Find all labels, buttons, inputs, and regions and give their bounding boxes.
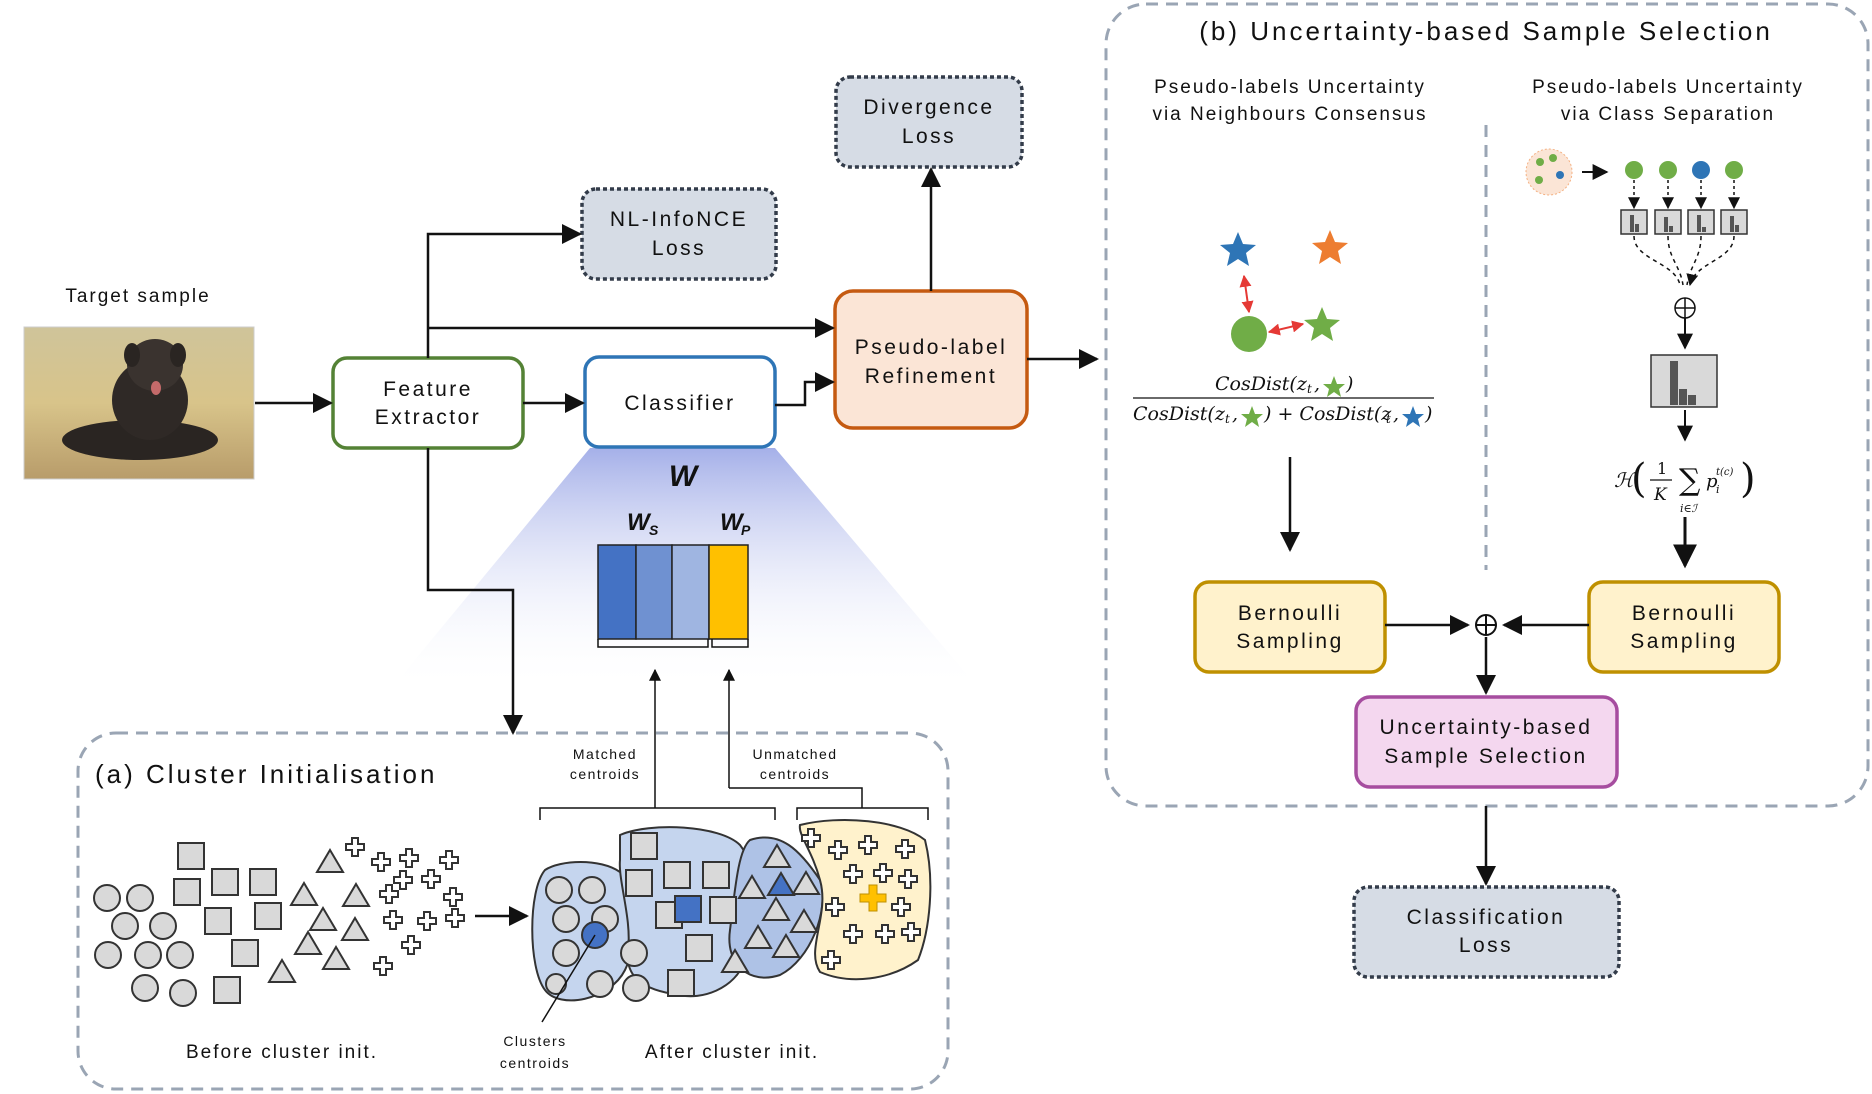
svg-text:ℋ: ℋ	[1614, 468, 1637, 492]
svg-text:t: t	[1307, 382, 1312, 396]
svg-text:t: t	[1225, 412, 1230, 426]
svg-text:): )	[1740, 456, 1756, 502]
svg-text:Sampling: Sampling	[1630, 630, 1738, 653]
svg-text:p: p	[1706, 471, 1718, 492]
svg-text:t(c): t(c)	[1716, 467, 1734, 478]
pseudo-label-refinement-box: Pseudo-label Refinement	[833, 289, 1029, 430]
svg-text:,: ,	[1393, 403, 1399, 425]
w-label: W	[669, 460, 700, 493]
wp-label: W P	[720, 509, 751, 538]
combine-oplus-icon	[1475, 614, 1497, 636]
cosdist-formula: CosDist(z t , ) CosDist(z t , ) + CosDis…	[1133, 373, 1434, 427]
svg-text:Classification: Classification	[1407, 906, 1566, 929]
svg-text:1: 1	[1657, 459, 1667, 478]
before-cluster-plus	[345, 837, 465, 976]
svg-text:Loss: Loss	[1459, 934, 1513, 957]
after-cluster-points	[545, 832, 821, 1002]
svg-text:Loss: Loss	[652, 237, 706, 260]
neighbours-consensus-title-2: via Neighbours Consensus	[1152, 104, 1427, 125]
svg-text:K: K	[1653, 485, 1668, 505]
clusters-centroids-pointer	[541, 934, 596, 1023]
uncertainty-title: (b) Uncertainty-based Sample Selection	[1199, 16, 1773, 46]
target-sample-label: Target sample	[65, 286, 210, 307]
svg-text:Loss: Loss	[902, 125, 956, 148]
nl-infonce-loss-box: NL-InfoNCE Loss	[580, 187, 778, 281]
svg-text:): )	[1345, 373, 1353, 395]
divergence-loss-box: Divergence Loss	[834, 75, 1024, 169]
bernoulli-left-box: Bernoulli Sampling	[1193, 580, 1387, 674]
classification-loss-box: Classification Loss	[1352, 885, 1621, 979]
ubss-box: Uncertainty-based Sample Selection	[1354, 695, 1619, 789]
svg-text:Refinement: Refinement	[865, 365, 997, 388]
svg-text:Extractor: Extractor	[375, 406, 482, 429]
svg-text:Bernoulli: Bernoulli	[1238, 602, 1342, 625]
svg-text:Uncertainty-based: Uncertainty-based	[1380, 716, 1593, 739]
weight-matrix	[597, 544, 749, 648]
class-separation-title-2: via Class Separation	[1561, 104, 1775, 125]
svg-text:Pseudo-label: Pseudo-label	[855, 336, 1008, 359]
clusters-centroids-label: Clusters	[503, 1033, 566, 1049]
main-arrows	[255, 167, 1099, 735]
blue-star-icon	[1220, 232, 1256, 266]
svg-text:t: t	[1386, 412, 1391, 426]
svg-text:) + CosDist(z: ) + CosDist(z	[1263, 403, 1392, 425]
svg-text:Feature: Feature	[383, 378, 473, 401]
plus-centroid-icon	[859, 884, 887, 912]
svg-text:Sampling: Sampling	[1236, 630, 1344, 653]
svg-text:,: ,	[1314, 373, 1320, 395]
matched-centroids-label: Matched	[573, 746, 637, 762]
svg-text:(: (	[1631, 456, 1647, 502]
unmatched-centroids-label-2: centroids	[760, 766, 830, 782]
svg-text:i: i	[1716, 483, 1720, 496]
matched-centroids-label-2: centroids	[570, 766, 640, 782]
neighbours-graphic	[1220, 230, 1348, 352]
green-star-icon	[1304, 307, 1340, 341]
after-cluster-plus	[801, 828, 921, 970]
class-separation-graphic	[1525, 148, 1748, 442]
class-separation-title: Pseudo-labels Uncertainty	[1532, 77, 1804, 98]
neighbours-consensus-title: Pseudo-labels Uncertainty	[1154, 77, 1426, 98]
svg-text:P: P	[741, 522, 751, 538]
svg-text:i∈ℐ: i∈ℐ	[1680, 502, 1699, 515]
svg-text:NL-InfoNCE: NL-InfoNCE	[610, 208, 748, 231]
bernoulli-right-box: Bernoulli Sampling	[1587, 580, 1781, 674]
classifier-box: Classifier	[583, 355, 777, 449]
unmatched-centroids-label: Unmatched	[752, 746, 837, 762]
svg-text:Divergence: Divergence	[863, 96, 994, 119]
svg-text:CosDist(z: CosDist(z	[1133, 403, 1226, 425]
orange-star-icon	[1312, 230, 1348, 264]
svg-text:CosDist(z: CosDist(z	[1215, 373, 1308, 395]
clusters-centroids-label-2: centroids	[500, 1055, 570, 1071]
before-cluster-points	[93, 842, 371, 1007]
cluster-init-title: (a) Cluster Initialisation	[95, 759, 437, 789]
svg-text:∑: ∑	[1679, 463, 1701, 498]
entropy-formula: ℋ ( 1 K ∑ i∈ℐ p i t(c) )	[1614, 456, 1756, 515]
svg-text:Classifier: Classifier	[624, 392, 735, 415]
svg-text:S: S	[649, 522, 659, 538]
svg-text:,: ,	[1232, 403, 1238, 425]
before-cluster-label: Before cluster init.	[186, 1042, 378, 1063]
svg-text:): )	[1424, 403, 1432, 425]
sample-point-icon	[1231, 316, 1267, 352]
svg-text:Bernoulli: Bernoulli	[1632, 602, 1736, 625]
after-cluster-label: After cluster init.	[645, 1042, 819, 1063]
centroid-arrows	[539, 668, 929, 820]
cluster-init-panel	[76, 731, 950, 1091]
svg-text:Sample Selection: Sample Selection	[1384, 745, 1587, 768]
svg-text:W: W	[720, 509, 745, 536]
svg-text:W: W	[627, 509, 652, 536]
feature-extractor-box: Feature Extractor	[331, 356, 525, 450]
target-sample-image	[23, 326, 255, 480]
ws-label: W S	[627, 509, 659, 538]
combine-arrows	[1385, 615, 1589, 695]
